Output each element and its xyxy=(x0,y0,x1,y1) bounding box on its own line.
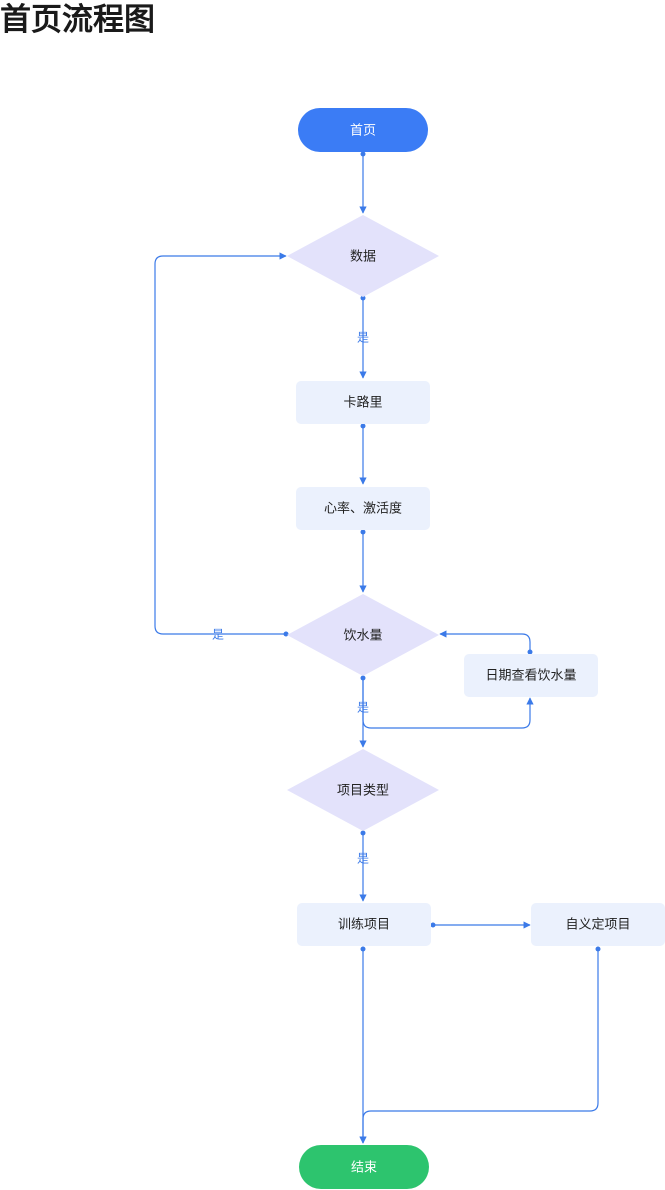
edge-label-water-type: 是 xyxy=(357,701,369,715)
edge-custom-to-end xyxy=(359,949,599,1144)
svg-text:项目类型: 项目类型 xyxy=(337,784,389,799)
data-decision[interactable]: 数据 xyxy=(287,215,439,297)
training-node[interactable]: 训练项目 xyxy=(297,903,431,946)
svg-text:结束: 结束 xyxy=(351,1161,377,1176)
svg-text:首页: 首页 xyxy=(350,124,376,139)
date-water-node[interactable]: 日期查看饮水量 xyxy=(464,654,598,697)
edge-label-data-calories: 是 xyxy=(357,331,369,345)
page-title: 首页流程图 xyxy=(0,2,155,38)
edges xyxy=(154,154,599,1144)
edge-water-loop-to-data xyxy=(154,252,287,635)
svg-text:日期查看饮水量: 日期查看饮水量 xyxy=(485,668,576,684)
heart-rate-node[interactable]: 心率、激活度 xyxy=(296,487,430,530)
type-decision[interactable]: 项目类型 xyxy=(287,749,439,831)
svg-text:饮水量: 饮水量 xyxy=(343,629,382,644)
custom-node[interactable]: 自义定项目 xyxy=(531,903,665,946)
svg-text:自义定项目: 自义定项目 xyxy=(565,918,630,933)
end-node[interactable]: 结束 xyxy=(299,1145,429,1189)
edge-date-to-water xyxy=(439,630,531,652)
svg-text:心率、激活度: 心率、激活度 xyxy=(324,501,402,517)
svg-text:训练项目: 训练项目 xyxy=(338,918,390,933)
water-decision[interactable]: 饮水量 xyxy=(287,594,439,676)
calories-node[interactable]: 卡路里 xyxy=(296,381,430,424)
connector-dots xyxy=(283,151,601,952)
svg-text:数据: 数据 xyxy=(350,250,376,265)
edge-label-water-loop: 是 xyxy=(212,628,224,642)
edge-label-type-training: 是 xyxy=(357,852,369,866)
start-node[interactable]: 首页 xyxy=(298,108,428,152)
svg-text:卡路里: 卡路里 xyxy=(343,395,382,411)
